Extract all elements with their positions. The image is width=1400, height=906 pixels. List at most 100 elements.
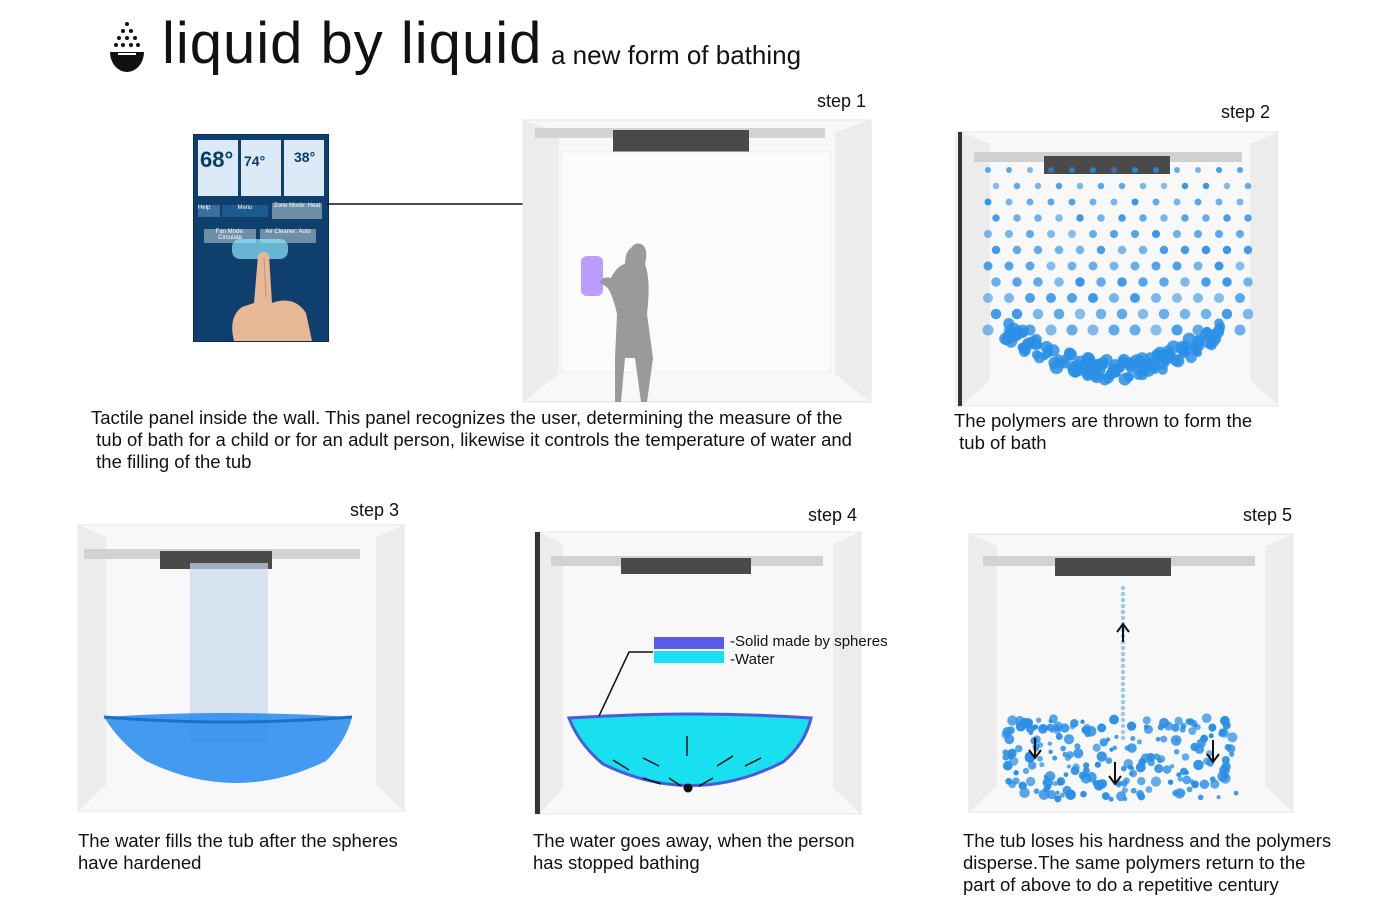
polymer-sphere [1080, 719, 1085, 724]
polymer-sphere [1108, 796, 1114, 802]
dispersing-polymer-spheres [1001, 585, 1239, 803]
polymer-sphere [1056, 779, 1064, 786]
polymer-sphere [1066, 324, 1078, 336]
polymer-sphere [1181, 182, 1189, 190]
touch-panel-glow [581, 256, 603, 296]
polymer-sphere [1202, 214, 1210, 222]
person-silhouette [599, 243, 653, 402]
polymer-sphere [1007, 715, 1018, 726]
help-button[interactable]: Help [198, 205, 220, 217]
polymer-sphere [1111, 167, 1117, 173]
polymer-sphere [1037, 742, 1044, 748]
polymer-sphere [1234, 324, 1246, 336]
polymer-sphere [1179, 726, 1186, 733]
step4-caption: The water goes away, when the person has… [533, 830, 855, 873]
polymer-sphere [1004, 261, 1014, 271]
polymer-sphere [1070, 719, 1079, 728]
polymer-sphere [1040, 340, 1053, 354]
polymer-sphere [1073, 748, 1084, 759]
logo [108, 20, 146, 74]
polymer-sphere [1120, 591, 1126, 597]
polymer-sphere [1025, 261, 1035, 271]
polymer-sphere [1005, 230, 1013, 238]
polymer-sphere [1138, 277, 1148, 287]
polymer-sphere [1080, 790, 1087, 798]
water-stream [190, 563, 268, 743]
polymer-sphere [1095, 308, 1107, 320]
legend-water-swatch [654, 651, 724, 663]
polymer-sphere [1015, 715, 1025, 725]
polymer-sphere [1201, 277, 1211, 287]
polymer-sphere [1090, 167, 1096, 173]
polymer-sphere [1027, 167, 1033, 173]
polymer-sphere [1099, 738, 1108, 747]
polymer-sphere [1013, 214, 1021, 222]
polymer-sphere [982, 324, 994, 336]
polymer-sphere [1197, 794, 1204, 801]
polymer-sphere [1043, 779, 1048, 785]
polymer-sphere [1215, 230, 1223, 238]
polymer-sphere [1152, 198, 1160, 206]
polymer-sphere [1075, 245, 1085, 255]
polymer-sphere [1180, 767, 1188, 776]
polymer-sphere [1048, 718, 1053, 724]
polymer-sphere [1039, 762, 1045, 768]
polymer-sphere [1153, 753, 1161, 760]
polymer-sphere [1137, 792, 1146, 801]
polymer-sphere [984, 230, 992, 238]
polymer-sphere [1035, 717, 1042, 723]
polymer-sphere [1193, 723, 1198, 728]
polymer-sphere [1160, 214, 1168, 222]
polymer-sphere [992, 214, 1000, 222]
polymer-sphere [1112, 745, 1118, 751]
polymer-sphere [1110, 198, 1118, 206]
polymer-sphere [1195, 167, 1201, 173]
polymer-sphere [1243, 245, 1253, 255]
polymer-sphere [1120, 705, 1126, 711]
polymer-sphere [1129, 324, 1141, 336]
polymer-sphere [1034, 182, 1042, 190]
polymer-sphere [1012, 277, 1022, 287]
polymer-sphere [1002, 749, 1009, 756]
polymer-sphere [1123, 357, 1138, 371]
zone-mode-button[interactable]: Zone Mode: Heat [272, 203, 322, 219]
polymer-sphere [1013, 770, 1019, 776]
falling-polymer-spheres [982, 167, 1254, 386]
polymer-sphere [1236, 198, 1244, 206]
polymer-sphere [1071, 359, 1081, 369]
menu-button[interactable]: Menu [222, 205, 268, 217]
polymer-sphere [1120, 657, 1126, 663]
polymer-sphere [1054, 795, 1062, 803]
polymer-sphere [984, 198, 992, 206]
polymer-sphere [1072, 763, 1080, 771]
step4-room [533, 530, 863, 816]
legend-water-label: -Water [730, 651, 775, 668]
polymer-sphere [1159, 245, 1169, 255]
polymer-sphere [1235, 261, 1245, 271]
polymer-sphere [1243, 277, 1253, 287]
polymer-sphere [1181, 753, 1190, 761]
polymer-sphere [1145, 352, 1155, 361]
polymer-sphere [1096, 277, 1106, 287]
polymer-sphere [1158, 308, 1170, 320]
polymer-sphere [1064, 351, 1075, 362]
polymer-sphere [1143, 724, 1149, 729]
polymer-sphere [1055, 182, 1063, 190]
polymer-sphere [1130, 261, 1140, 271]
polymer-sphere [1092, 743, 1101, 752]
step2-caption: The polymers are thrown to form the tub … [954, 410, 1253, 453]
polymer-sphere [1138, 245, 1148, 255]
polymer-sphere [1043, 786, 1050, 793]
polymer-sphere [1086, 362, 1099, 375]
step2-label: step 2 [1221, 102, 1271, 122]
polymer-sphere [1175, 340, 1189, 354]
polymer-sphere [1185, 718, 1192, 725]
polymer-sphere [1214, 318, 1224, 328]
step3-caption: The water fills the tub after the sphere… [78, 830, 398, 873]
polymer-sphere [1222, 277, 1232, 287]
polymer-sphere [1054, 724, 1060, 731]
polymer-sphere [1137, 776, 1146, 786]
polymer-sphere [1202, 326, 1211, 335]
polymer-sphere [1190, 742, 1199, 752]
polymer-sphere [1171, 354, 1185, 368]
